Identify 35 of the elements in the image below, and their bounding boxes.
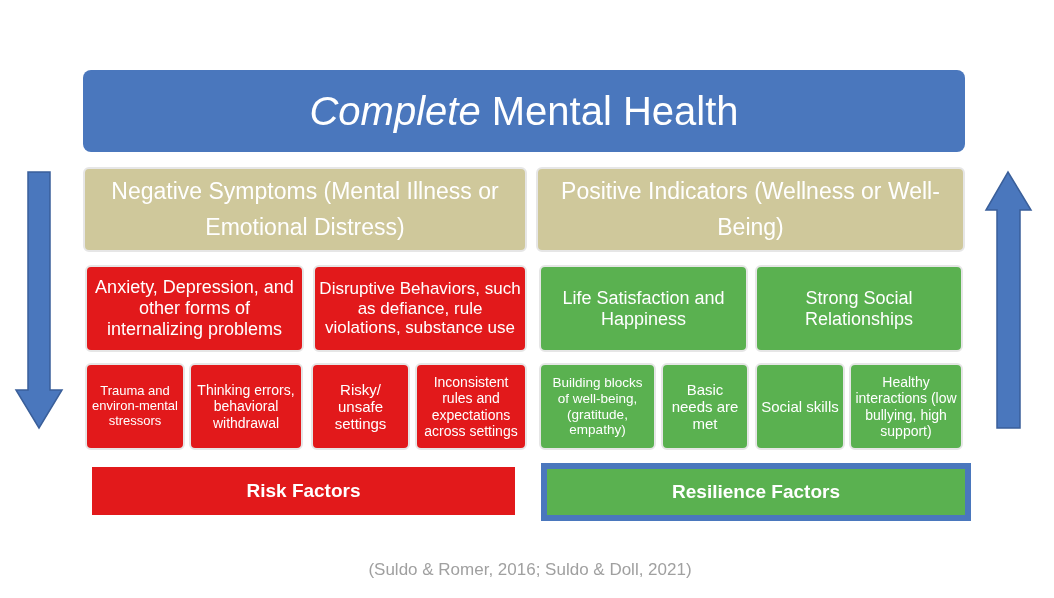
box-text: Resilience Factors xyxy=(672,481,840,503)
header-box xyxy=(536,167,965,252)
factor-box xyxy=(539,265,748,352)
box-text: Strong Social Relationships xyxy=(803,287,915,330)
factor-box xyxy=(755,363,845,450)
box-text: Positive Indicators (Wellness or Well-Being) xyxy=(560,176,941,242)
box-text: Healthy interactions (low bullying, high support) xyxy=(855,374,957,439)
factor-box xyxy=(539,363,656,450)
header-box xyxy=(83,167,527,252)
box-text: Disruptive Behaviors, such as defiance, rule violations, substance use xyxy=(319,279,521,338)
box-text: Risky/ unsafe settings xyxy=(333,380,388,433)
title-banner xyxy=(83,70,965,152)
factor-box xyxy=(313,265,527,352)
title-text: Complete Mental Health xyxy=(309,88,739,134)
factor-box xyxy=(849,363,963,450)
factor-box xyxy=(415,363,527,450)
box-text: Social skills xyxy=(761,397,839,416)
factor-box xyxy=(755,265,963,352)
factor-box xyxy=(189,363,303,450)
factor-box xyxy=(85,363,185,450)
factor-box xyxy=(661,363,749,450)
box-text: Inconsistent rules and expectations across settings xyxy=(423,374,519,439)
box-text: Life Satisfaction and Happiness xyxy=(561,287,726,330)
box-text: Basic needs are met xyxy=(670,380,740,433)
box-text: Risk Factors xyxy=(246,480,361,502)
box-text: Trauma and environ-mental stressors xyxy=(91,384,179,429)
citation-text: (Suldo & Romer, 2016; Suldo & Doll, 2021) xyxy=(367,560,693,580)
box-text: Thinking errors, behavioral withdrawal xyxy=(196,382,296,431)
factor-box xyxy=(311,363,410,450)
box-text: Anxiety, Depression, and other forms of internalizing problems xyxy=(94,277,295,340)
category-bar xyxy=(92,467,515,515)
box-text: Building blocks of well-being, (gratitude, empathy) xyxy=(551,375,644,438)
factor-box xyxy=(85,265,304,352)
category-bar xyxy=(541,463,971,521)
box-text: Negative Symptoms (Mental Illness or Emotional Distress) xyxy=(110,176,500,242)
